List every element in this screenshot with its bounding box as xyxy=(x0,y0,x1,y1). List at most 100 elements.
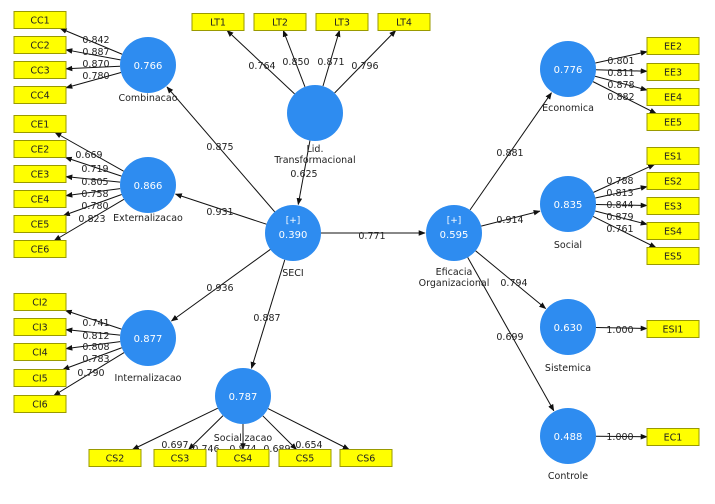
loading-cc1: 0.842 xyxy=(82,35,109,46)
indicator-label: EE2 xyxy=(664,42,682,53)
indicator-ci4[interactable]: CI4 xyxy=(13,343,67,361)
indicator-ci3[interactable]: CI3 xyxy=(13,318,67,336)
path-arrow-eficacia-sistemica xyxy=(475,250,547,309)
indicator-ee2[interactable]: EE2 xyxy=(646,37,700,55)
indicator-ec1[interactable]: EC1 xyxy=(646,428,700,446)
loading-es4: 0.879 xyxy=(606,212,633,223)
indicator-cs4[interactable]: CS4 xyxy=(216,449,270,467)
loading-arrow-ce6 xyxy=(53,198,125,241)
indicator-label: CS3 xyxy=(171,454,190,465)
indicator-ce3[interactable]: CE3 xyxy=(13,165,67,183)
indicator-es5[interactable]: ES5 xyxy=(646,247,700,265)
loading-es1: 0.788 xyxy=(606,176,633,187)
indicator-ee5[interactable]: EE5 xyxy=(646,113,700,131)
indicator-cs3[interactable]: CS3 xyxy=(153,449,207,467)
indicator-ci5[interactable]: CI5 xyxy=(13,369,67,387)
latent-externalizacao[interactable]: 0.866 xyxy=(120,157,176,213)
indicator-ci6[interactable]: CI6 xyxy=(13,395,67,413)
loading-cc4: 0.780 xyxy=(82,71,109,82)
loading-arrow-cs2 xyxy=(131,407,219,450)
indicator-ce6[interactable]: CE6 xyxy=(13,240,67,258)
indicator-lt2[interactable]: LT2 xyxy=(253,13,307,31)
indicator-ce1[interactable]: CE1 xyxy=(13,115,67,133)
latent-social[interactable]: 0.835 xyxy=(540,176,596,232)
indicator-label: EE4 xyxy=(664,93,682,104)
indicator-es4[interactable]: ES4 xyxy=(646,222,700,240)
indicator-cs6[interactable]: CS6 xyxy=(339,449,393,467)
indicator-lt3[interactable]: LT3 xyxy=(315,13,369,31)
loading-arrow-cs5 xyxy=(262,415,297,450)
path-coef-lid-seci: 0.625 xyxy=(290,169,317,180)
loading-esi1: 1.000 xyxy=(606,325,633,336)
loading-ee5: 0.882 xyxy=(607,92,634,103)
indicator-cc4[interactable]: CC4 xyxy=(13,86,67,104)
path-coef-eficacia-controle: 0.699 xyxy=(496,332,523,343)
loading-cc3: 0.870 xyxy=(82,59,109,70)
indicator-ci2[interactable]: CI2 xyxy=(13,293,67,311)
indicator-label: CE4 xyxy=(31,195,50,206)
loading-arrow-ci4 xyxy=(65,341,121,351)
loading-arrow-es4 xyxy=(594,210,648,226)
indicator-cc1[interactable]: CC1 xyxy=(13,11,67,29)
indicator-lt4[interactable]: LT4 xyxy=(377,13,431,31)
path-arrow-seci-combinacao xyxy=(166,86,276,213)
latent-economica[interactable]: 0.776 xyxy=(540,41,596,97)
latent-internalizacao[interactable]: 0.877 xyxy=(120,310,176,366)
latent-eficacia[interactable]: [+] 0.595 xyxy=(426,205,482,261)
indicator-label: CS6 xyxy=(357,454,376,465)
indicator-label: ES3 xyxy=(664,202,682,213)
latent-name-economica: Economica xyxy=(542,103,594,114)
loading-arrow-es3 xyxy=(595,202,648,209)
latent-controle[interactable]: 0.488 xyxy=(540,408,596,464)
indicator-ee4[interactable]: EE4 xyxy=(646,88,700,106)
indicator-label: CI4 xyxy=(32,348,47,359)
latent-socializacao[interactable]: 0.787 xyxy=(215,368,271,424)
indicator-label: ES1 xyxy=(664,152,682,163)
latent-lid[interactable] xyxy=(287,85,343,141)
r-squared-value: 0.630 xyxy=(554,323,583,334)
indicator-es1[interactable]: ES1 xyxy=(646,147,700,165)
indicator-esi1[interactable]: ESI1 xyxy=(646,320,700,338)
latent-name-lid-line2: Transformacional xyxy=(273,155,355,166)
indicator-ee3[interactable]: EE3 xyxy=(646,63,700,81)
r-squared-value: 0.390 xyxy=(279,230,308,241)
latent-combinacao[interactable]: 0.766 xyxy=(120,37,176,93)
loading-ci6: 0.790 xyxy=(77,368,104,379)
indicator-cc3[interactable]: CC3 xyxy=(13,61,67,79)
indicator-label: ES5 xyxy=(664,252,682,263)
indicator-cc2[interactable]: CC2 xyxy=(13,36,67,54)
r-squared-value: 0.766 xyxy=(134,61,163,72)
expand-marker[interactable]: [+] xyxy=(286,216,301,226)
loading-lt3: 0.871 xyxy=(317,57,344,68)
latent-seci[interactable]: [+] 0.390 xyxy=(265,205,321,261)
path-arrow-lid-seci xyxy=(296,140,311,206)
path-arrow-eficacia-economica xyxy=(469,92,552,211)
indicator-ce4[interactable]: CE4 xyxy=(13,190,67,208)
latent-name-seci: SECI xyxy=(282,268,303,279)
loading-arrow-ee2 xyxy=(595,50,648,64)
indicator-lt1[interactable]: LT1 xyxy=(191,13,245,31)
indicator-es2[interactable]: ES2 xyxy=(646,172,700,190)
loading-arrow-cc2 xyxy=(65,48,121,61)
indicator-cs2[interactable]: CS2 xyxy=(88,449,142,467)
indicator-ce2[interactable]: CE2 xyxy=(13,140,67,158)
indicator-label: LT3 xyxy=(334,18,350,29)
latent-name-externalizacao: Externalizacao xyxy=(113,213,183,224)
path-coef-seci-combinacao: 0.875 xyxy=(206,142,233,153)
loading-ce4: 0.758 xyxy=(81,189,108,200)
indicator-label: CS5 xyxy=(296,454,315,465)
indicator-es3[interactable]: ES3 xyxy=(646,197,700,215)
indicator-label: LT4 xyxy=(396,18,412,29)
indicator-label: EE3 xyxy=(664,68,682,79)
loading-es2: 0.813 xyxy=(606,188,633,199)
r-squared-value: 0.595 xyxy=(440,230,469,241)
loading-lt1: 0.764 xyxy=(248,61,275,72)
path-arrow-seci-socializacao xyxy=(250,259,286,369)
loading-arrow-ce5 xyxy=(62,194,122,216)
expand-marker[interactable]: [+] xyxy=(447,216,462,226)
indicator-ce5[interactable]: CE5 xyxy=(13,215,67,233)
indicator-cs5[interactable]: CS5 xyxy=(278,449,332,467)
path-coef-seci-externalizacao: 0.931 xyxy=(206,207,233,218)
loading-arrow-ce1 xyxy=(54,132,124,172)
latent-sistemica[interactable]: 0.630 xyxy=(540,299,596,355)
